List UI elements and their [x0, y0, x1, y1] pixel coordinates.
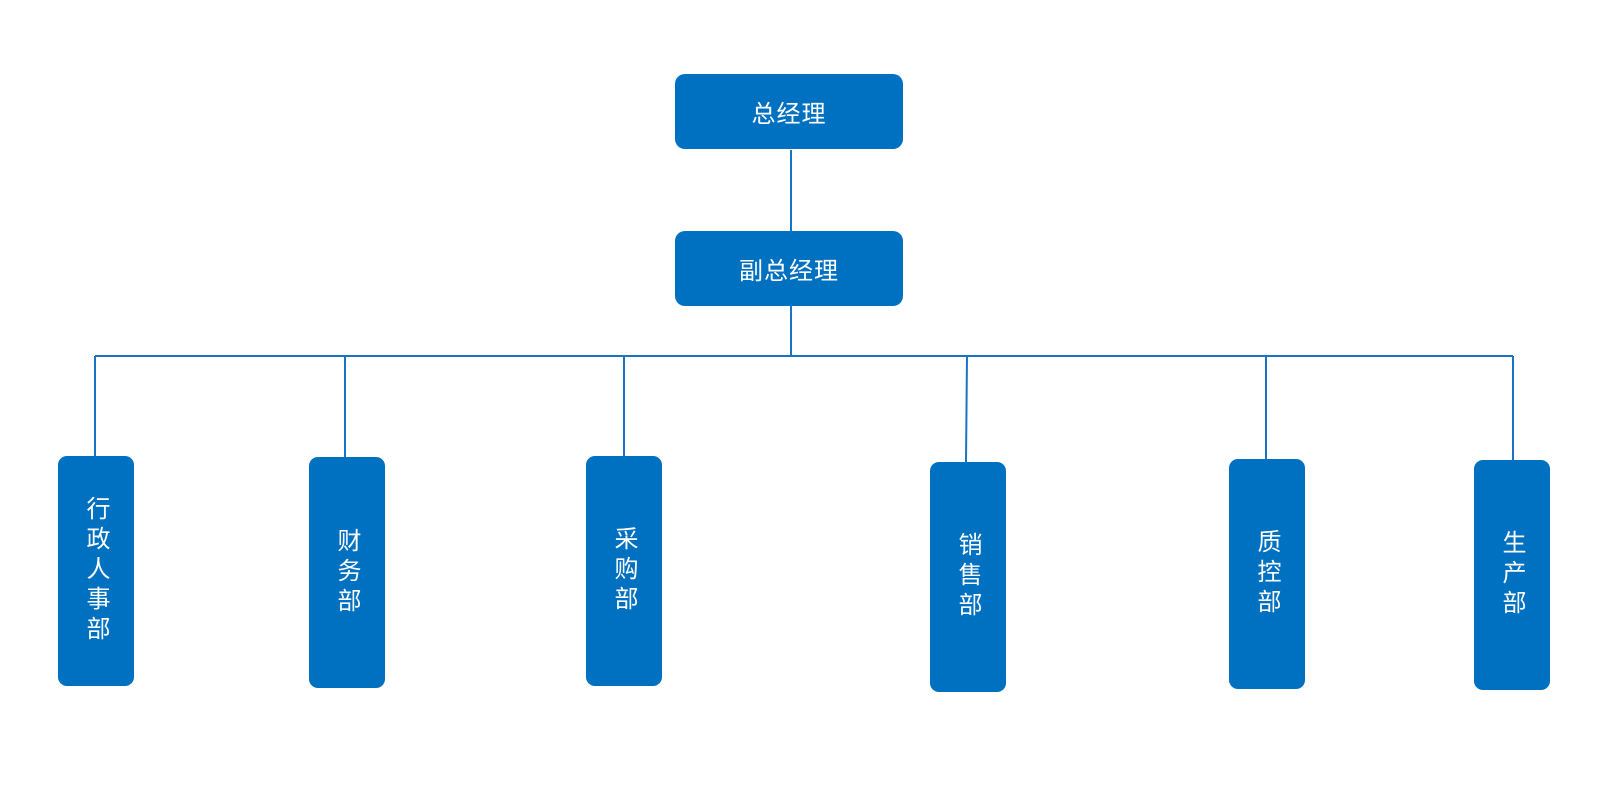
- node-dept-quality-control: 质控部: [1229, 459, 1305, 689]
- node-dept-quality-control-label: 质控部: [1253, 529, 1281, 619]
- node-dept-admin-hr: 行政人事部: [58, 456, 134, 686]
- node-dept-sales: 销售部: [930, 462, 1006, 692]
- node-dept-procurement: 采购部: [586, 456, 662, 686]
- node-general-manager-label: 总经理: [751, 100, 827, 128]
- node-dept-procurement-label: 采购部: [610, 526, 638, 616]
- node-dept-finance: 财务部: [309, 457, 385, 688]
- node-deputy-general-manager: 副总经理: [675, 231, 903, 306]
- node-dept-admin-hr-label: 行政人事部: [82, 496, 110, 646]
- node-dept-sales-label: 销售部: [954, 532, 982, 622]
- connector-dept-4: [965, 355, 968, 463]
- node-deputy-general-manager-label: 副总经理: [739, 257, 839, 285]
- node-dept-finance-label: 财务部: [333, 527, 361, 618]
- node-dept-production-label: 生产部: [1498, 530, 1526, 620]
- node-dept-production: 生产部: [1474, 460, 1550, 690]
- node-general-manager: 总经理: [675, 74, 903, 149]
